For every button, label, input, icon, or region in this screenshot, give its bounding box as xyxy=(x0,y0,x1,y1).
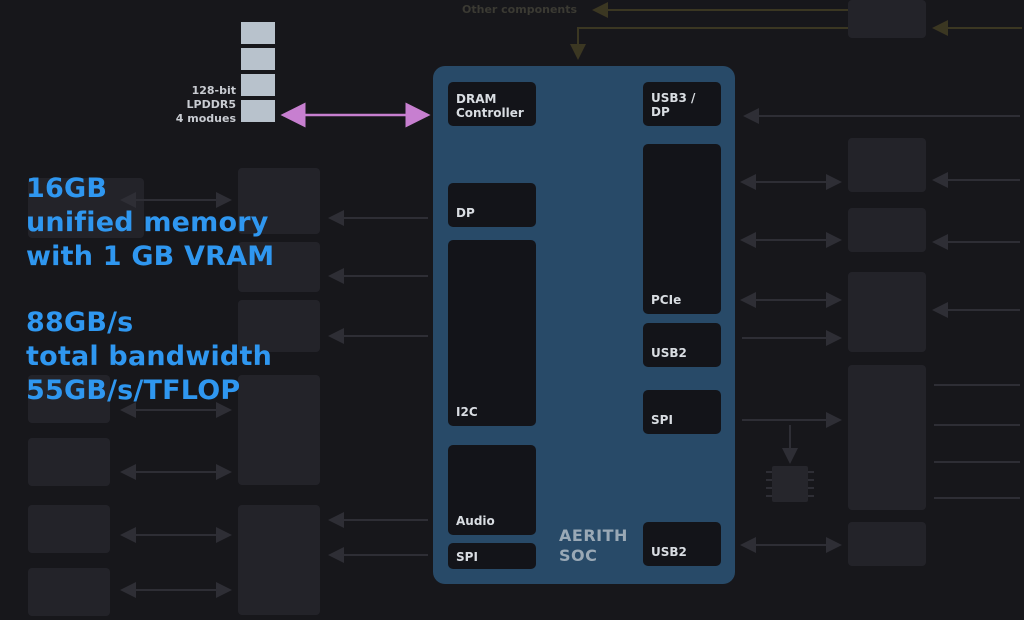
faint-top-arrows xyxy=(570,2,1022,60)
dram-controller-block: DRAM Controller xyxy=(448,82,536,126)
soc-name-line: AERITH xyxy=(559,526,628,545)
block-label: I2C xyxy=(456,405,478,419)
soc-container: DRAM Controller DP I2C Audio SPI USB3 / … xyxy=(433,66,735,584)
block-label: Audio xyxy=(456,514,495,528)
faint-left-blocks xyxy=(28,168,320,616)
dp-block: DP xyxy=(448,183,536,227)
block-label: USB2 xyxy=(651,346,687,360)
faint-right-arrows xyxy=(740,108,1020,553)
other-components-label: Other components xyxy=(462,3,578,16)
spec-line: total bandwidth xyxy=(26,341,272,372)
memory-chip xyxy=(241,74,275,96)
pcie-block: PCIe xyxy=(643,144,721,314)
memory-label-line: 4 modues xyxy=(175,112,236,125)
i2c-block: I2C xyxy=(448,240,536,426)
spec-line: 88GB/s xyxy=(26,307,134,338)
memory-label: 128-bit LPDDR5 4 modues xyxy=(150,84,236,126)
block-label: PCIe xyxy=(651,293,682,307)
block-label: DP xyxy=(651,105,670,119)
block-label: DRAM xyxy=(456,92,497,106)
soc-name: AERITH SOC xyxy=(559,526,628,566)
faint-chip-icon xyxy=(766,425,814,502)
soc-name-line: SOC xyxy=(559,546,598,565)
usb3-dp-block: USB3 / DP xyxy=(643,82,721,126)
spec-line: 16GB xyxy=(26,173,108,204)
memory-label-line: LPDDR5 xyxy=(186,98,236,111)
block-label: USB2 xyxy=(651,545,687,559)
faint-right-blocks xyxy=(848,0,926,566)
spi-right-block: SPI xyxy=(643,390,721,434)
memory-chip xyxy=(241,22,275,44)
spec-line: 55GB/s/TFLOP xyxy=(26,375,241,406)
block-label: SPI xyxy=(456,550,478,564)
block-label: DP xyxy=(456,206,475,220)
block-label: SPI xyxy=(651,413,673,427)
audio-block: Audio xyxy=(448,445,536,535)
faint-left-arrows xyxy=(120,192,428,598)
spec-line: with 1 GB VRAM xyxy=(26,241,275,272)
memory-modules-stack xyxy=(241,22,275,126)
usb2-mid-block: USB2 xyxy=(643,323,721,367)
bandwidth-spec-text: 88GB/s total bandwidth 55GB/s/TFLOP xyxy=(26,306,272,408)
memory-spec-text: 16GB unified memory with 1 GB VRAM xyxy=(26,172,274,274)
block-label: USB3 / xyxy=(651,91,696,105)
memory-chip xyxy=(241,48,275,70)
usb2-bottom-block: USB2 xyxy=(643,522,721,566)
spec-line: unified memory xyxy=(26,207,269,238)
memory-label-line: 128-bit xyxy=(191,84,236,97)
block-label: Controller xyxy=(456,106,524,120)
spi-left-block: SPI xyxy=(448,543,536,569)
memory-chip xyxy=(241,100,275,122)
